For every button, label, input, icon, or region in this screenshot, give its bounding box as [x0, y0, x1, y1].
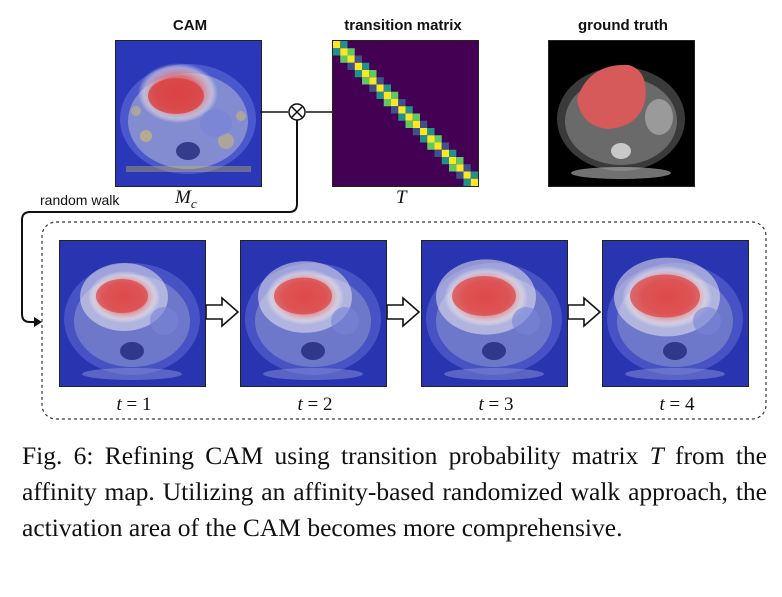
figure-caption: Fig. 6: Refining CAM using transition pr… [22, 441, 767, 542]
step-image-1 [59, 240, 206, 387]
transition-matrix-title: transition matrix [344, 17, 462, 34]
t-symbol: T [396, 187, 407, 208]
cam-title: CAM [172, 17, 208, 34]
cam-image [115, 40, 262, 187]
step-label-4: t = 4 [659, 394, 695, 415]
step-arrow-3 [567, 296, 602, 328]
step-label-2: t = 2 [297, 394, 333, 415]
step-image-4 [602, 240, 749, 387]
step-arrow-1 [205, 296, 240, 328]
step-image-2 [240, 240, 387, 387]
transition-matrix-image [332, 40, 479, 187]
step-label-1: t = 1 [116, 394, 152, 415]
ground-truth-image [548, 40, 695, 187]
random-walk-label: random walk [40, 192, 120, 208]
step-label-3: t = 3 [478, 394, 514, 415]
ground-truth-title: ground truth [578, 17, 668, 34]
connector-lines [21, 103, 767, 420]
mc-symbol: Mc [175, 187, 197, 211]
step-arrow-2 [386, 296, 421, 328]
step-image-3 [421, 240, 568, 387]
